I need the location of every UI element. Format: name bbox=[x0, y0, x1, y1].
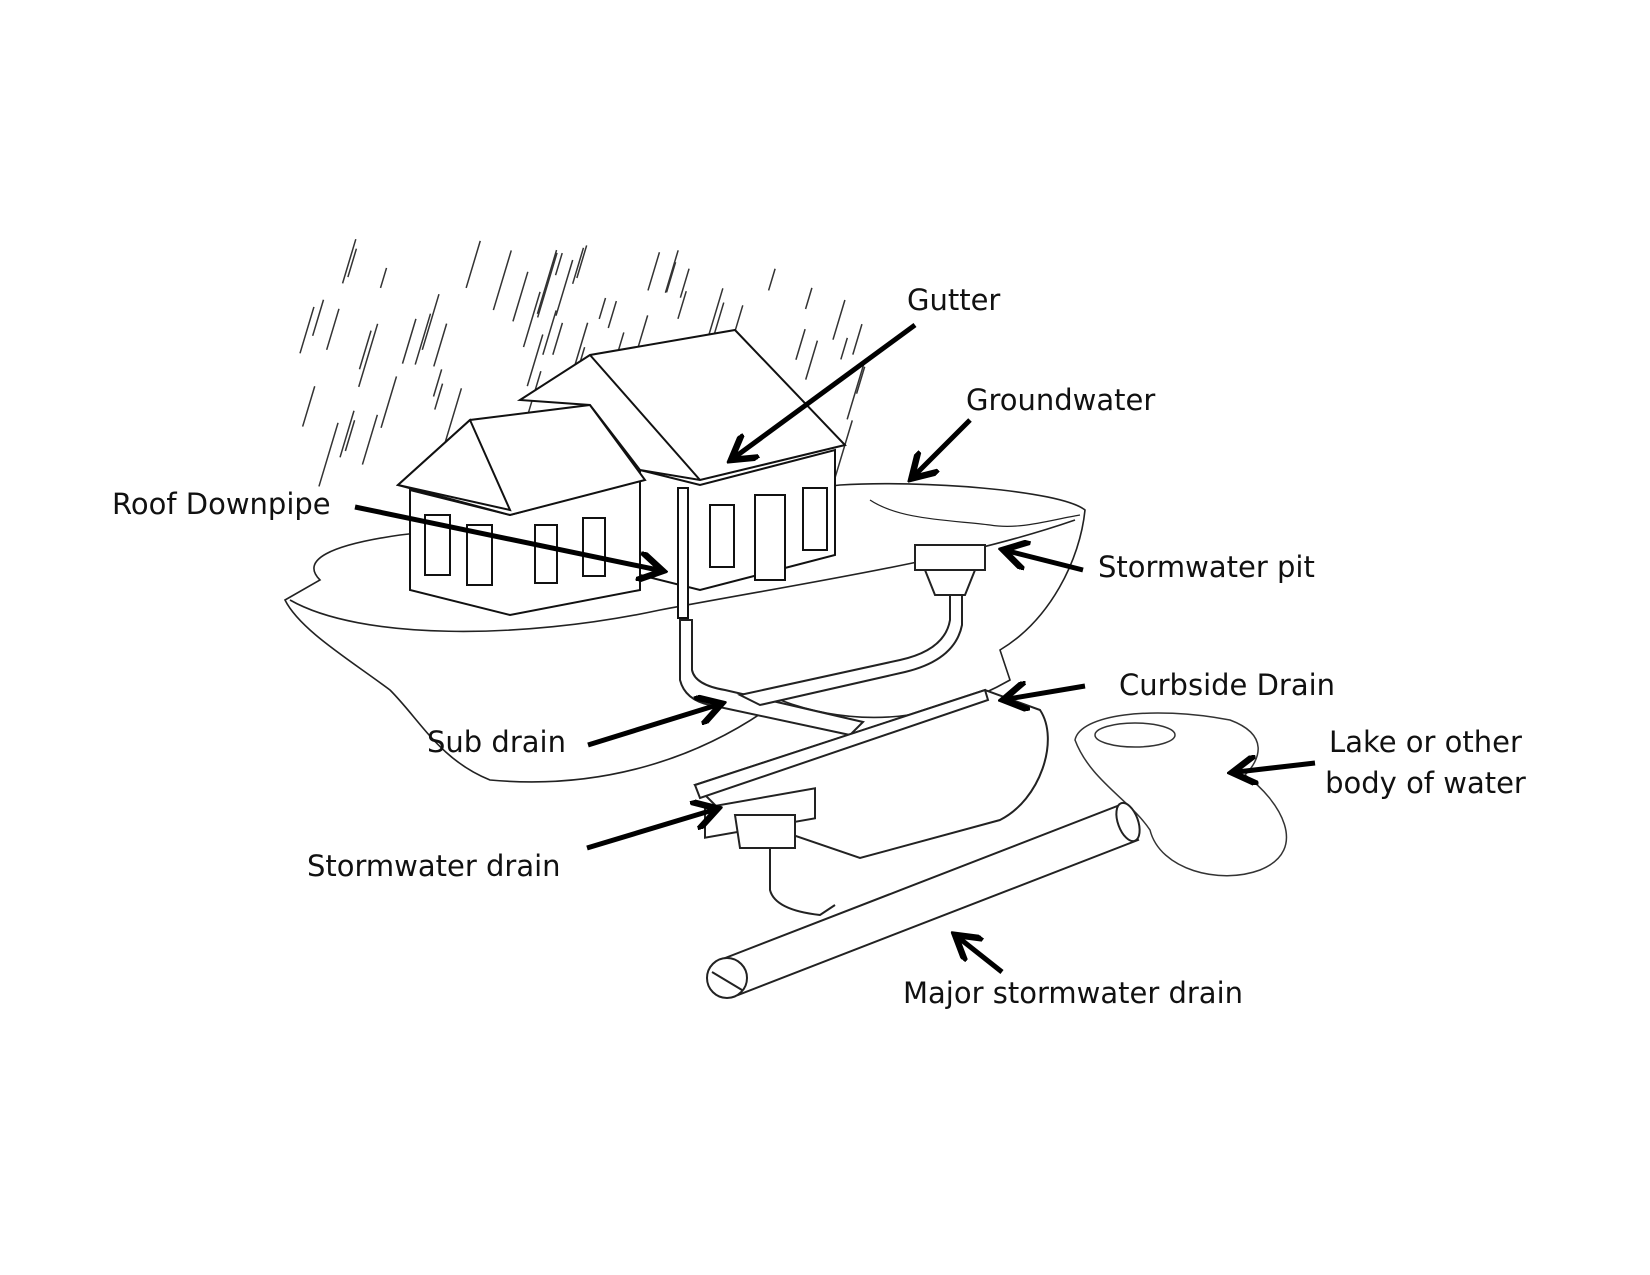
raindrop bbox=[832, 299, 846, 340]
callout-arrows bbox=[354, 322, 1316, 974]
stormwater-pit-arrow bbox=[1008, 551, 1084, 573]
raindrop bbox=[414, 313, 432, 365]
raindrop bbox=[492, 250, 512, 311]
raindrop bbox=[421, 293, 440, 351]
stormwater-drain-arrow bbox=[586, 810, 713, 851]
raindrop bbox=[311, 299, 325, 337]
raindrop bbox=[379, 267, 388, 289]
raindrop bbox=[552, 322, 564, 355]
raindrop bbox=[571, 247, 585, 285]
raindrop bbox=[677, 290, 687, 320]
raindrop bbox=[647, 252, 661, 291]
raindrop bbox=[401, 318, 417, 364]
label-lake-line1: Lake or other bbox=[1329, 725, 1522, 759]
raindrop bbox=[358, 330, 372, 370]
house bbox=[395, 328, 847, 619]
lake-arrow bbox=[1237, 763, 1316, 772]
raindrop bbox=[555, 259, 574, 316]
curb-and-road bbox=[693, 688, 1049, 917]
raindrop bbox=[433, 323, 448, 367]
lake bbox=[1074, 712, 1288, 877]
major-drain-pipe bbox=[706, 801, 1141, 999]
label-gutter: Gutter bbox=[907, 283, 1001, 317]
label-lake: Lake or other body of water bbox=[1318, 722, 1533, 803]
raindrop bbox=[536, 249, 558, 315]
raindrop bbox=[344, 420, 356, 452]
raindrop bbox=[679, 268, 690, 298]
raindrop bbox=[432, 369, 443, 397]
major-drain-arrow bbox=[959, 938, 1004, 974]
label-lake-line2: body of water bbox=[1325, 765, 1526, 800]
raindrop bbox=[380, 376, 398, 429]
sub-drain-arrow bbox=[587, 705, 717, 748]
label-stormwater-drain: Stormwater drain bbox=[307, 849, 561, 883]
roof-downpipe-arrow bbox=[354, 504, 658, 570]
raindrop bbox=[526, 334, 544, 387]
raindrop bbox=[542, 310, 557, 355]
raindrop bbox=[852, 323, 863, 355]
label-major-stormwater-drain: Major stormwater drain bbox=[903, 976, 1243, 1010]
raindrop bbox=[434, 383, 444, 410]
label-curbside-drain: Curbside Drain bbox=[1119, 668, 1336, 702]
raindrop bbox=[465, 240, 481, 289]
curbside-drain-arrow bbox=[1008, 686, 1086, 699]
label-stormwater-pit: Stormwater pit bbox=[1098, 550, 1315, 584]
raindrop bbox=[833, 420, 853, 480]
raindrop bbox=[325, 308, 340, 351]
raindrop bbox=[341, 238, 357, 284]
raindrop bbox=[443, 388, 463, 448]
raindrop bbox=[795, 328, 806, 360]
raindrop bbox=[665, 261, 677, 293]
raindrop bbox=[361, 414, 379, 465]
raindrop bbox=[804, 340, 819, 380]
raindrop bbox=[767, 268, 776, 291]
label-sub-drain: Sub drain bbox=[427, 725, 566, 759]
raindrop bbox=[840, 337, 849, 360]
raindrop bbox=[607, 300, 618, 329]
raindrop bbox=[347, 248, 358, 278]
gutter-arrow bbox=[735, 322, 917, 457]
raindrop bbox=[299, 306, 315, 354]
raindrop bbox=[318, 422, 339, 487]
raindrop bbox=[301, 386, 316, 427]
label-groundwater: Groundwater bbox=[966, 383, 1156, 417]
label-roof-downpipe: Roof Downpipe bbox=[112, 487, 331, 521]
raindrop bbox=[598, 297, 607, 320]
raindrop bbox=[664, 250, 679, 293]
raindrop bbox=[339, 410, 355, 458]
raindrop bbox=[536, 252, 558, 318]
raindrop bbox=[522, 291, 541, 348]
raindrop bbox=[512, 271, 529, 322]
raindrop bbox=[804, 287, 813, 310]
raindrop bbox=[576, 245, 588, 279]
raindrop bbox=[855, 366, 866, 394]
raindrop bbox=[358, 323, 379, 388]
raindrop bbox=[554, 252, 563, 276]
groundwater-arrow bbox=[915, 418, 972, 475]
stormwater-pit-shape bbox=[914, 544, 986, 571]
raindrop bbox=[846, 361, 866, 420]
